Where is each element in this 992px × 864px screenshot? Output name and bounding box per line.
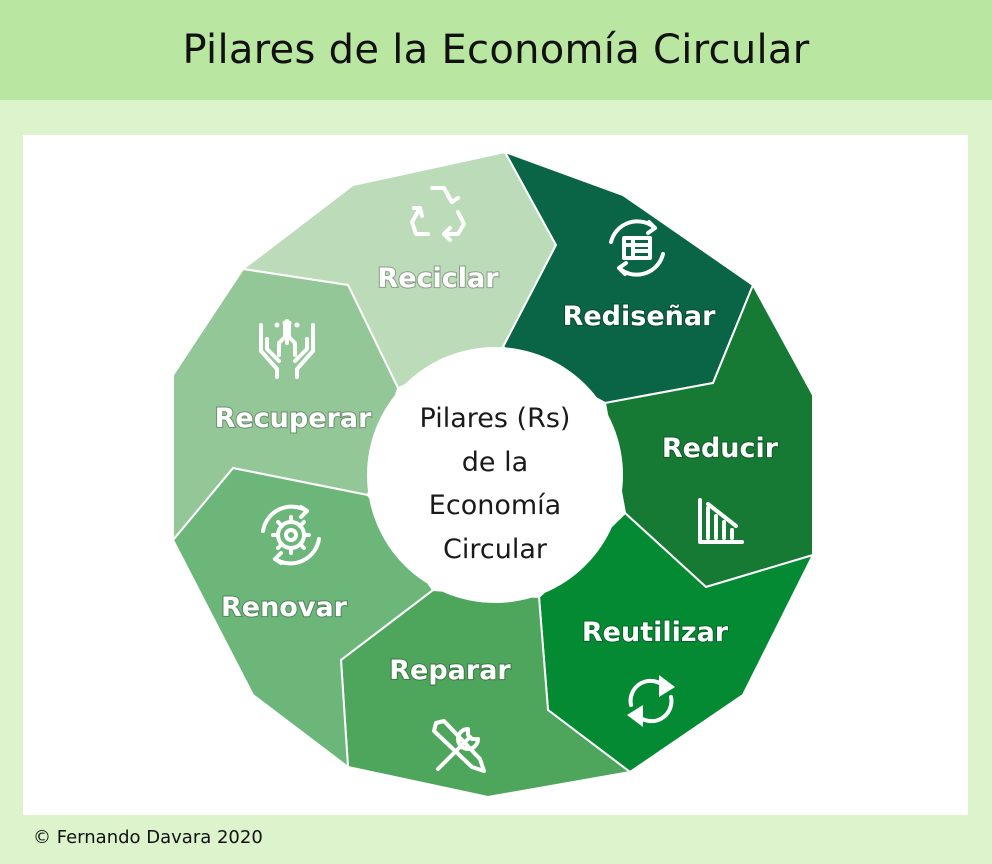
center-line-1: Pilares (Rs) (420, 403, 571, 434)
header-bar: Pilares de la Economía Circular (0, 0, 992, 100)
label-renovar: Renovar (221, 592, 348, 623)
segment-recuperar (172, 267, 400, 543)
label-reducir: Reducir (662, 433, 779, 464)
center-circle (367, 347, 623, 603)
copyright-footer: © Fernando Davara 2020 (33, 827, 263, 848)
reuse-arrows-icon (627, 675, 675, 727)
redesign-cycle-icon (609, 219, 665, 277)
diagram-panel: Pilares (Rs) de la Economía Circular Rec… (23, 135, 968, 815)
recycle-icon (410, 186, 466, 242)
gear-cycle-icon (261, 504, 321, 566)
center-line-3: Economía (429, 490, 561, 521)
center-line-2: de la (462, 447, 528, 478)
label-reparar: Reparar (389, 655, 511, 686)
hands-circuit-icon (259, 319, 315, 379)
label-recuperar: Recuperar (215, 403, 373, 434)
label-reciclar: Reciclar (377, 263, 499, 294)
circular-economy-diagram: Pilares (Rs) de la Economía Circular Rec… (171, 150, 815, 799)
bar-chart-down-icon (698, 498, 744, 544)
label-reutilizar: Reutilizar (582, 617, 729, 648)
center-line-4: Circular (443, 534, 548, 565)
page-title: Pilares de la Economía Circular (182, 27, 810, 73)
tools-icon (432, 719, 486, 773)
label-redisenar: Rediseñar (563, 301, 717, 332)
